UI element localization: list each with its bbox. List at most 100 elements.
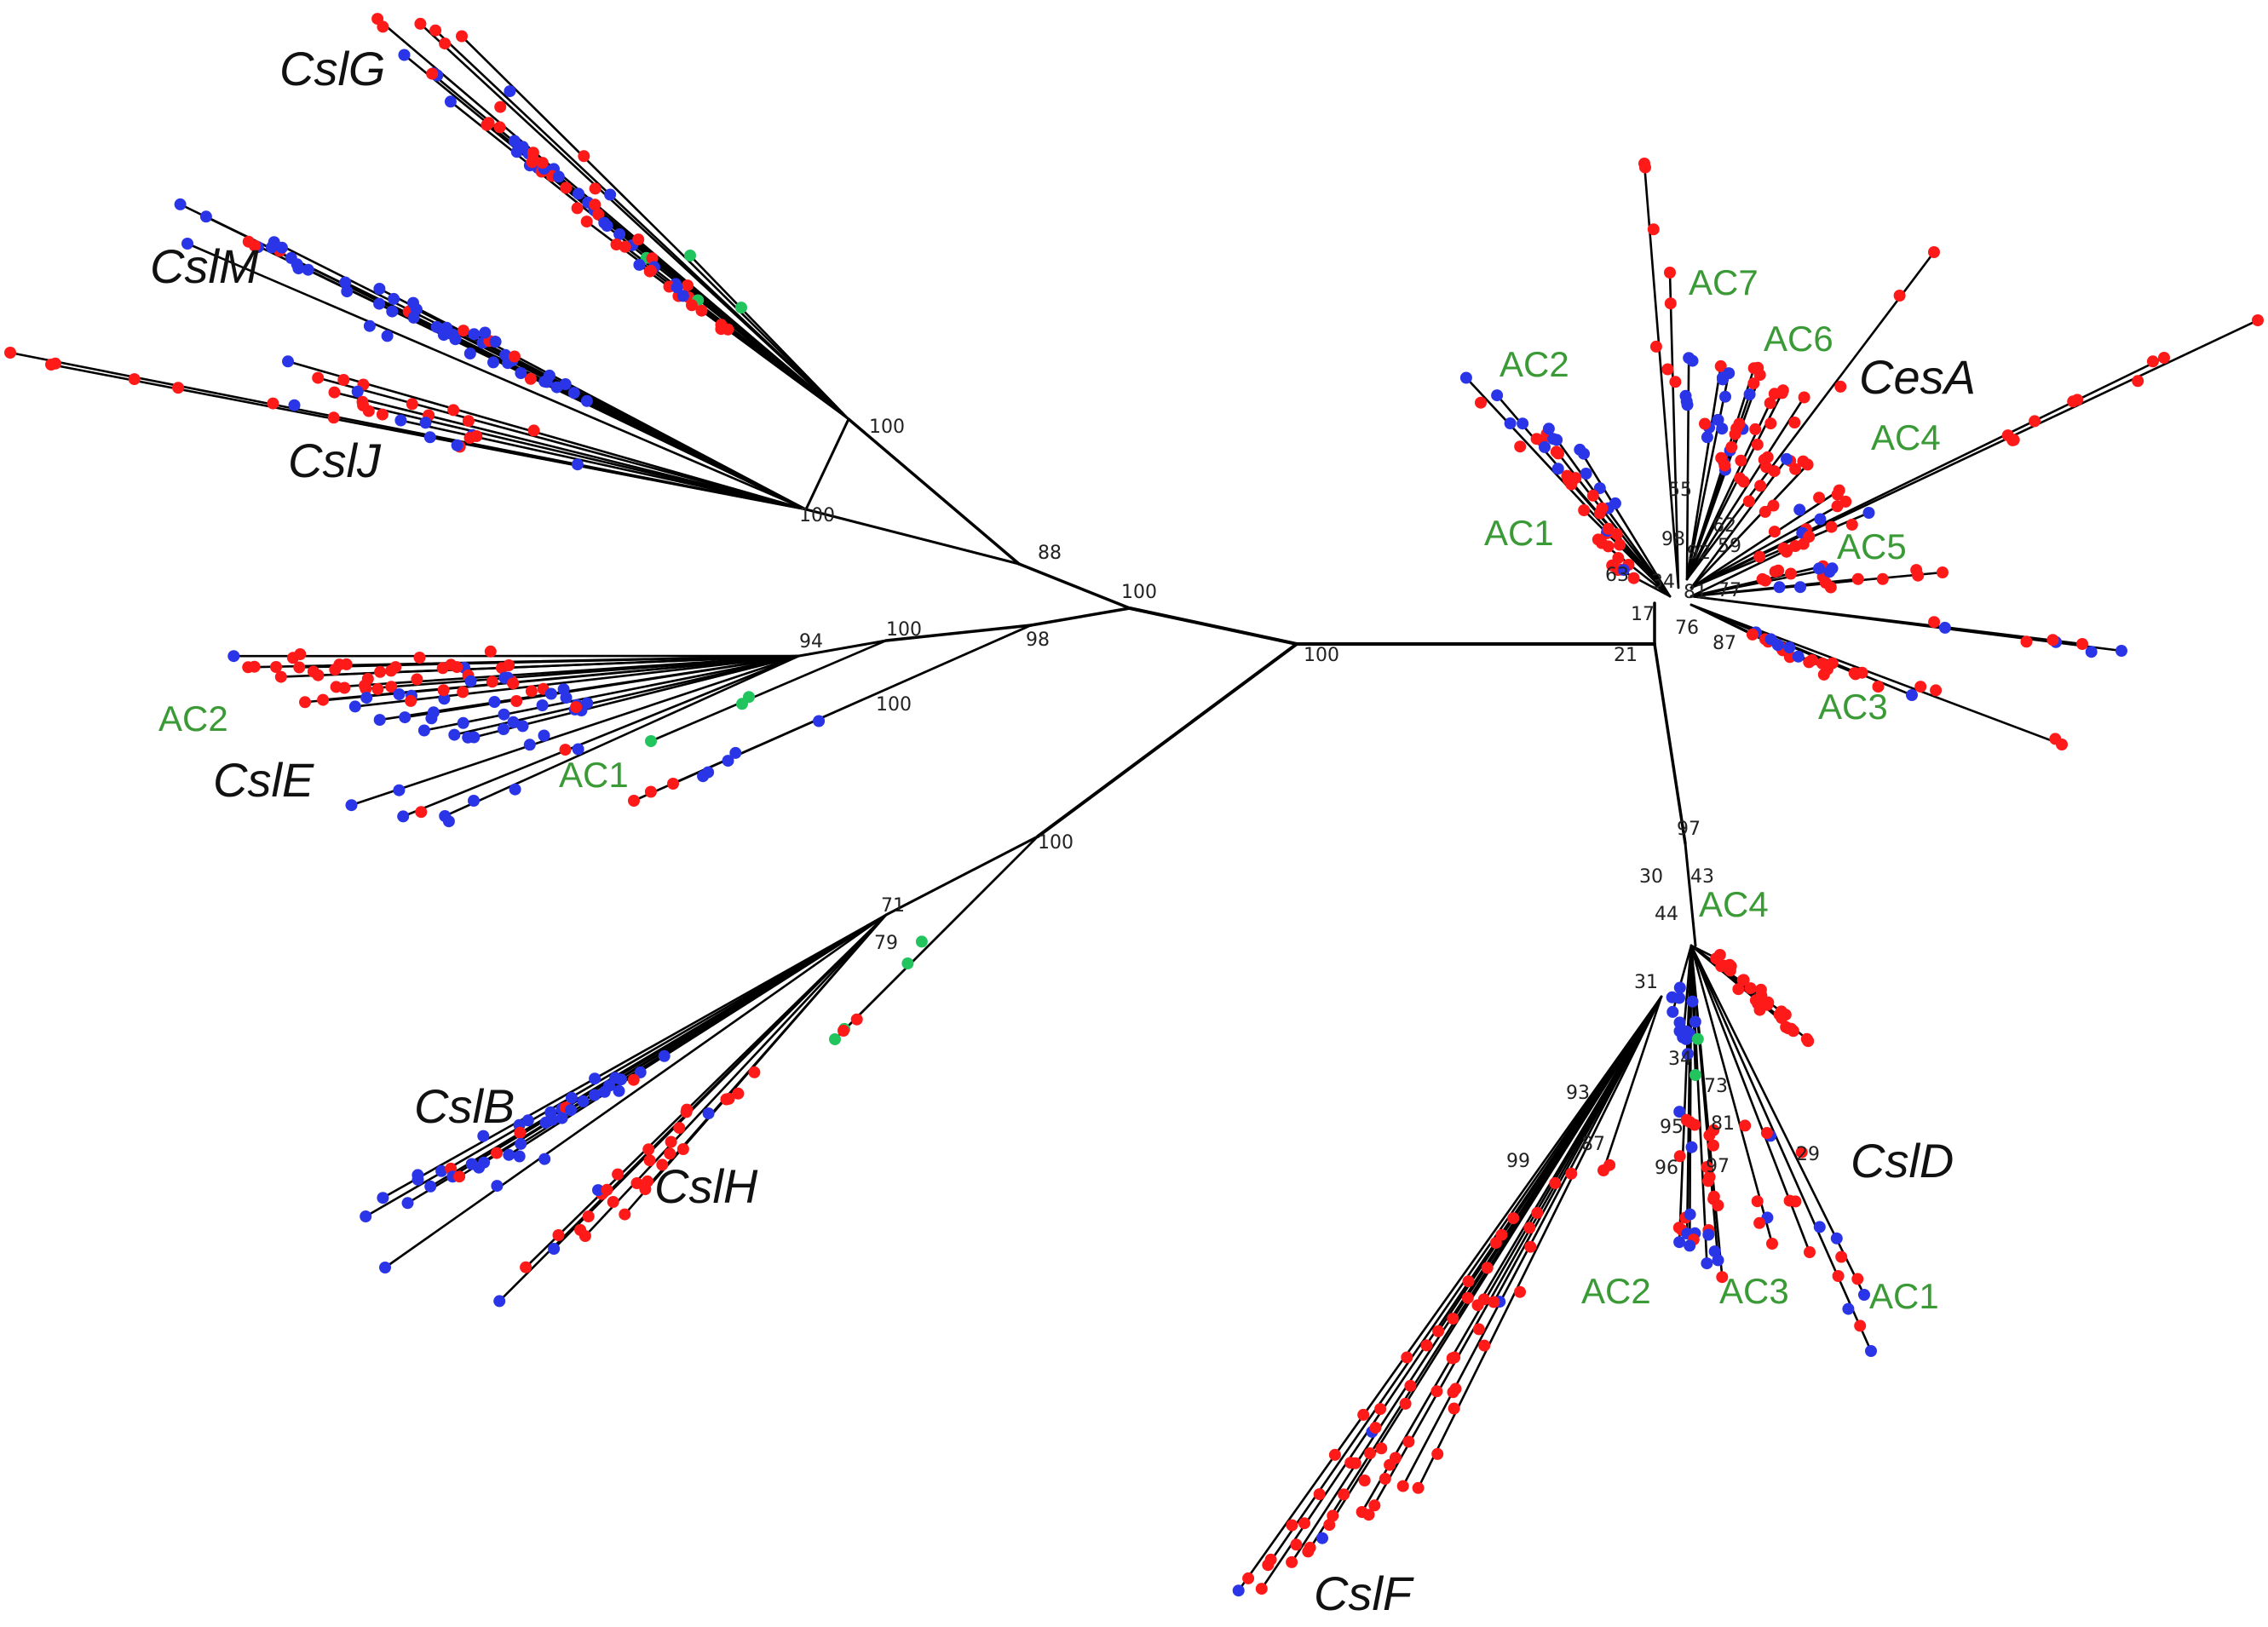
bootstrap-value: 17 (1631, 604, 1655, 625)
leaf-node (470, 430, 483, 442)
leaf-node (379, 1262, 391, 1273)
leaf-node (2146, 355, 2159, 368)
leaf-node (1718, 459, 1731, 472)
leaf-node (601, 1183, 613, 1196)
leaf-node (536, 699, 549, 711)
clade-label-cesa-ac4: AC4 (1871, 417, 1941, 457)
bootstrap-value: 34 (1651, 572, 1675, 593)
bootstrap-value: 73 (1704, 1076, 1728, 1097)
leaf-node (658, 1049, 671, 1062)
leaf-node (525, 685, 538, 698)
leaf-node (1327, 1509, 1339, 1522)
leaf-node (510, 146, 523, 158)
tree-branch (1688, 944, 1693, 1247)
leaf-node (1592, 533, 1604, 546)
leaf-node (664, 1147, 676, 1160)
leaf-node (644, 785, 657, 798)
leaf-node (643, 1154, 656, 1167)
leaf-node (288, 399, 301, 411)
leaf-node (507, 716, 520, 728)
leaf-node (565, 1104, 577, 1117)
tree-branch (1684, 842, 1697, 947)
leaf-node (464, 675, 477, 687)
leaf-node (360, 682, 372, 695)
leaf-node (1733, 417, 1746, 430)
leaf-node (1804, 1246, 1816, 1258)
leaf-node (444, 95, 457, 108)
clade-label-csle-ac1: AC1 (559, 755, 629, 795)
leaf-node (578, 150, 590, 163)
leaf-node (560, 181, 573, 194)
tree-branch (1685, 371, 1730, 581)
leaf-node (550, 381, 563, 394)
leaf-node (1412, 1481, 1425, 1494)
leaf-node (639, 1183, 652, 1196)
leaf-node (1461, 1291, 1474, 1304)
leaf-node (242, 661, 255, 674)
leaf-node (1593, 507, 1606, 520)
leaf-node (1232, 1584, 1245, 1597)
leaf-node (1912, 569, 1925, 582)
tree-branch (1643, 162, 1680, 589)
tree-branch (401, 654, 801, 818)
leaf-node (1606, 559, 1619, 572)
leaf-node (546, 1113, 559, 1126)
leaf-node (570, 701, 583, 714)
leaf-node (2001, 429, 2014, 442)
leaf-node (1761, 451, 1774, 463)
leaf-node (1609, 497, 1621, 509)
leaf-node (2252, 314, 2264, 326)
leaf-node (1684, 1239, 1696, 1252)
leaf-node (1580, 468, 1592, 480)
leaf-node (1851, 1273, 1864, 1285)
leaf-node (1760, 1127, 1773, 1139)
leaf-node (1402, 1435, 1415, 1448)
leaf-node (341, 285, 354, 298)
leaf-node (645, 735, 657, 747)
leaf-node (1689, 1118, 1701, 1131)
leaf-node (268, 236, 280, 249)
leaf-node (45, 359, 57, 371)
clade-label-csld-ac4: AC4 (1699, 884, 1769, 924)
bootstrap-value: 100 (869, 417, 905, 438)
leaf-node (1930, 684, 1943, 697)
leaf-node (573, 187, 584, 200)
leaf-node (373, 297, 386, 310)
leaf-node (915, 935, 928, 948)
leaf-node (484, 645, 497, 658)
leaf-node (1835, 1250, 1848, 1263)
leaf-node (1323, 1519, 1336, 1532)
leaf-node (1504, 417, 1517, 429)
leaf-node (1754, 983, 1767, 996)
leaf-node (1826, 562, 1839, 575)
tree-branch (524, 913, 888, 1268)
leaf-node (1447, 1313, 1459, 1325)
leaf-node (1681, 399, 1694, 411)
leaf-node (426, 67, 439, 80)
leaf-node (438, 693, 451, 705)
clade-label-cesa-ac6: AC6 (1764, 319, 1833, 359)
family-label-cslj: CslJ (288, 434, 382, 487)
leaf-node (1379, 1473, 1391, 1485)
leaf-node (1673, 1016, 1686, 1029)
leaf-node (385, 681, 398, 693)
leaf-node (527, 424, 540, 437)
leaf-node (1401, 1351, 1413, 1364)
leaf-node (456, 30, 468, 43)
leaf-node (371, 13, 384, 26)
leaf-node (609, 1072, 622, 1084)
leaf-node (1507, 1212, 1520, 1225)
leaf-node (377, 1192, 389, 1204)
leaf-node (527, 147, 539, 159)
bootstrap-value: 34 (1668, 1049, 1692, 1070)
tree-branch (1367, 995, 1663, 1516)
leaf-node (429, 24, 442, 37)
leaf-node (1825, 520, 1838, 533)
leaf-node (598, 216, 611, 229)
leaf-node (1742, 495, 1755, 508)
leaf-node (398, 49, 411, 61)
bootstrap-value: 92 (1687, 543, 1711, 564)
leaf-node (1813, 492, 1826, 504)
bootstrap-value: 59 (1718, 536, 1741, 557)
leaf-node (1773, 581, 1786, 594)
